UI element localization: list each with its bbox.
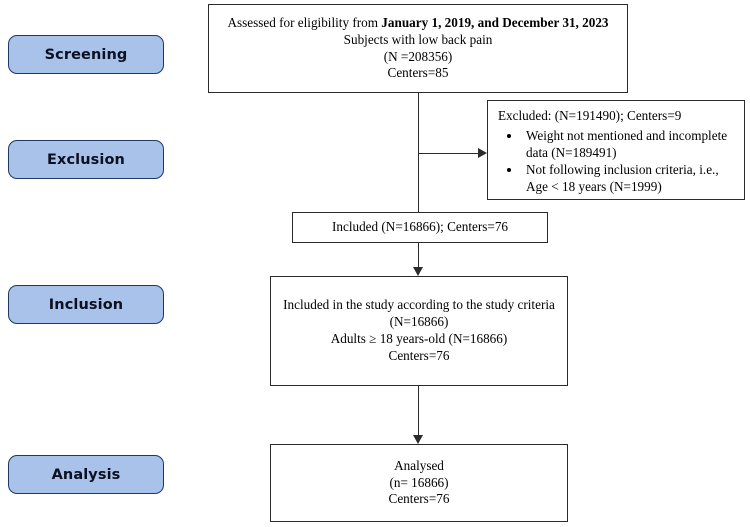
stage-label-screening[interactable]: Screening — [8, 35, 164, 74]
stage-label-exclusion-text: Exclusion — [47, 151, 125, 168]
connector-included-summary-to-detail — [418, 243, 419, 268]
excluded-reason-item: Not following inclusion criteria, i.e., … — [522, 162, 736, 196]
analysed-line-1: Analysed — [394, 457, 444, 473]
stage-label-inclusion[interactable]: Inclusion — [8, 285, 164, 324]
connector-included-detail-to-analysed — [418, 386, 419, 436]
analysed-line-3: Centers=76 — [388, 491, 450, 507]
assessed-line-1-dates: January 1, 2019, and December 31, 2023 — [381, 14, 609, 30]
excluded-heading: Excluded: (N=191490); Centers=9 — [498, 108, 682, 123]
arrowhead-to-analysed-icon — [413, 435, 423, 444]
box-included-summary: Included (N=16866); Centers=76 — [292, 212, 548, 243]
connector-branch-to-excluded — [418, 153, 478, 154]
stage-label-exclusion[interactable]: Exclusion — [8, 140, 164, 179]
stage-label-analysis-text: Analysis — [51, 466, 121, 483]
stage-label-analysis[interactable]: Analysis — [8, 455, 164, 494]
box-analysed: Analysed (n= 16866) Centers=76 — [270, 444, 568, 522]
excluded-reason-list: Weight not mentioned and incomplete data… — [498, 128, 736, 197]
stage-label-inclusion-text: Inclusion — [48, 296, 124, 313]
arrowhead-to-included-detail-icon — [413, 267, 423, 276]
included-detail-line-4: Centers=76 — [388, 347, 450, 363]
included-detail-line-3: Adults ≥ 18 years-old (N=16866) — [330, 331, 508, 346]
included-summary-line-1: Included (N=16866); Centers=76 — [331, 219, 509, 235]
connector-assessed-to-included — [418, 93, 419, 212]
stage-label-screening-text: Screening — [44, 46, 128, 63]
assessed-line-1-prefix: Assessed for eligibility from — [227, 14, 382, 30]
box-excluded: Excluded: (N=191490); Centers=9 Weight n… — [487, 100, 745, 200]
included-detail-line-2: (N=16866) — [389, 314, 449, 330]
assessed-line-1: Assessed for eligibility from January 1,… — [227, 15, 608, 32]
assessed-line-3: (N =208356) — [383, 48, 453, 64]
included-detail-line-1: Included in the study according to the s… — [283, 297, 555, 313]
box-assessed-for-eligibility: Assessed for eligibility from January 1,… — [208, 4, 628, 93]
excluded-reason-item: Weight not mentioned and incomplete data… — [522, 128, 736, 162]
box-included-detail: Included in the study according to the s… — [270, 276, 568, 386]
analysed-line-2: (n= 16866) — [389, 474, 449, 490]
assessed-line-4: Centers=85 — [387, 65, 449, 81]
assessed-line-2: Subjects with low back pain — [343, 31, 493, 47]
arrowhead-to-excluded-icon — [478, 148, 487, 158]
